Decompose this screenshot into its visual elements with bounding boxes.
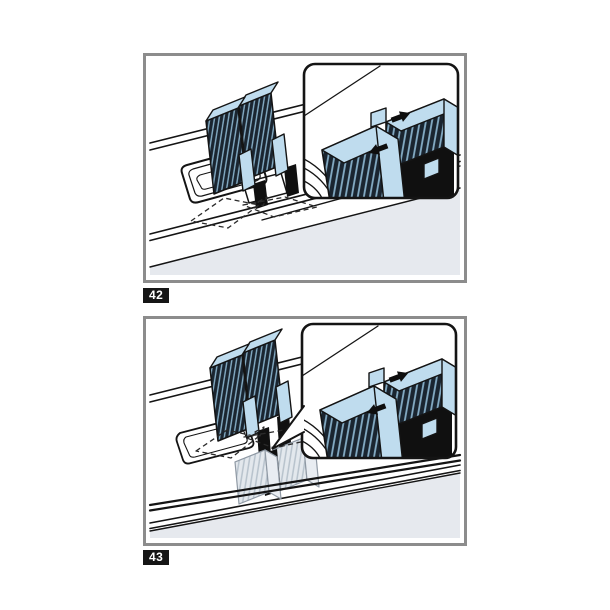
figure-43-panel (143, 316, 467, 546)
callout-pointer (271, 405, 305, 450)
figure-number-badge: 42 (143, 288, 170, 303)
dashed-guide-outline (190, 196, 318, 229)
figure-number: 42 (149, 288, 164, 302)
figure-number-badge: 43 (143, 550, 170, 565)
grease-filter-front (205, 96, 268, 209)
grease-filter-rear (238, 81, 299, 197)
worktop-surface (149, 353, 461, 538)
figure-42-panel (143, 53, 467, 283)
figure-42-illustration (149, 56, 461, 275)
tray-front-rim (148, 453, 462, 512)
figure-number: 43 (149, 550, 164, 564)
figure-43-illustration (148, 319, 462, 538)
